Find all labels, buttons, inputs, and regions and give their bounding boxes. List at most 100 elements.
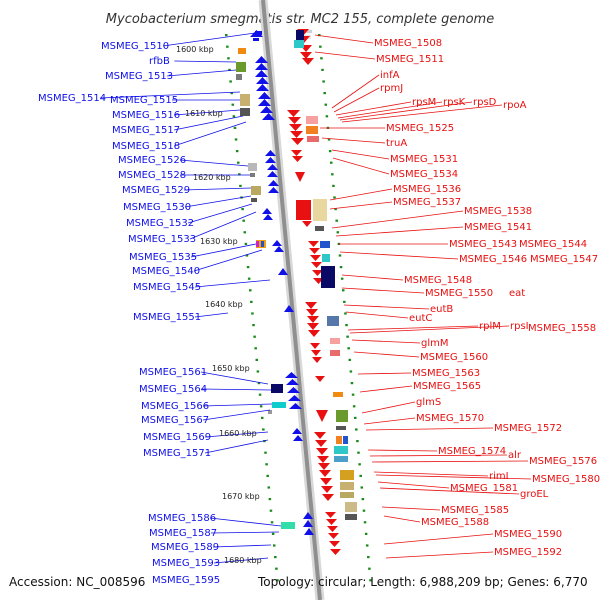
tick-mark [336,231,340,234]
tick-mark [352,405,356,408]
feature-block [327,316,339,326]
feature-block [256,241,259,247]
gene-arrow [288,395,301,401]
tick-mark [367,556,370,559]
leader-line [379,487,520,495]
gene-arrow [314,432,326,439]
gene-label: rfbB [149,56,170,67]
leader-line [383,533,494,545]
tick-mark [251,312,254,315]
leader-line [189,211,257,240]
leader-line [194,312,229,318]
leader-line [329,201,393,210]
leader-line [314,51,376,60]
tick-mark [246,266,250,269]
gene-label: MSMEG_1546 [459,254,527,265]
tick-mark [270,521,274,524]
gene-arrow [307,323,319,330]
leader-line [351,339,421,344]
tick-mark [368,567,371,570]
gene-label: MSMEG_1566 [141,401,209,412]
tick-mark [265,463,268,466]
gene-arrow [311,262,322,268]
leader-line [371,460,529,463]
gene-arrow [292,428,302,434]
feature-block [307,136,319,142]
leader-line [359,385,413,393]
tick-mark [230,92,233,95]
gene-arrow [263,214,273,220]
gene-arrow [255,70,268,77]
tick-mark [333,196,336,199]
feature-block [296,30,304,42]
gene-label: MSMEG_1516 [112,110,180,121]
gene-label: MSMEG_1558 [528,323,596,334]
leader-line [162,32,256,47]
scale-label: 1650 kbp [212,364,250,373]
feature-block [340,482,354,490]
gene-arrow [300,52,312,59]
feature-block [255,31,262,35]
gene-label: rpsK [443,97,466,108]
gene-label: MSMEG_1547 [530,254,598,265]
leader-line [331,149,390,160]
gene-label: MSMEG_1581 [450,483,518,494]
gene-label: MSMEG_1508 [374,38,442,49]
gene-label: MSMEG_1511 [376,54,444,65]
feature-block [333,392,343,397]
gene-arrow [309,248,320,254]
gene-label: MSMEG_1586 [148,513,216,524]
feature-block [345,502,357,512]
gene-label: MSMEG_1565 [413,381,481,392]
gene-arrow [325,512,336,518]
leader-line [190,243,257,258]
tick-mark [356,440,359,443]
tick-mark [355,428,358,431]
gene-label: MSMEG_1587 [149,528,217,539]
leader-line [210,531,280,534]
tick-mark [239,184,242,187]
tick-mark [233,126,237,129]
tick-mark [242,219,245,222]
gene-label: MSMEG_1560 [420,352,488,363]
gene-label: rpmJ [380,83,403,94]
leader-line [209,517,282,527]
tick-mark [229,80,232,83]
gene-label: MSMEG_1537 [393,197,461,208]
tick-mark [365,544,369,547]
gene-label: alr [508,450,522,461]
leader-line [194,279,271,288]
gene-label: eat [509,288,525,299]
tick-mark [269,509,273,512]
gene-label: MSMEG_1513 [105,71,173,82]
gene-label: MSMEG_1567 [141,415,209,426]
gene-label: MSMEG_1576 [529,456,597,467]
tick-mark [264,451,267,454]
gene-label: MSMEG_1514 [38,93,106,104]
gene-label: MSMEG_1529 [122,185,190,196]
leader-line [361,401,416,414]
tick-mark [243,231,247,234]
scale-label: 1600 kbp [176,45,214,54]
leader-line [363,417,416,425]
tick-mark [234,138,238,141]
accession: Accession: NC_008596 [9,575,145,589]
feature-block [240,108,250,116]
tick-mark [225,34,228,37]
gene-arrow [260,106,273,113]
tick-mark [320,57,323,60]
feature-block [322,254,330,262]
feature-block [345,514,357,520]
feature-block [253,38,259,41]
gene-arrow [302,58,314,65]
leader-line [321,137,386,144]
leader-line [339,101,473,121]
tick-mark [228,68,231,71]
feature-block [281,522,295,529]
leader-line [349,325,510,334]
gene-label: MSMEG_1551 [133,312,201,323]
scale-label: 1660 kbp [219,429,257,438]
gene-label: MSMEG_1528 [118,170,186,181]
gene-label: MSMEG_1515 [110,95,178,106]
